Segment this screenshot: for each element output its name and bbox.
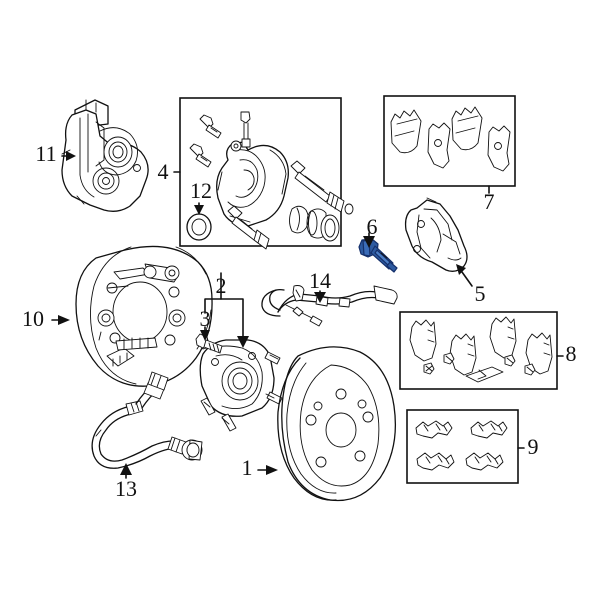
part-brake-pad-outer-1 <box>390 109 422 154</box>
part-brake-pad-inner-2 <box>487 125 511 172</box>
part-shim-3 <box>489 316 517 359</box>
part-anti-squeal-plate <box>465 366 504 383</box>
callout-leader-5 <box>456 264 473 287</box>
part-caliper-slide-pin-lower <box>227 205 259 241</box>
part-fitting-clip-3 <box>504 354 516 367</box>
part-brake-rotor-disc <box>277 346 397 502</box>
part-backing-plate-dust-shield <box>75 245 213 387</box>
callout-label-1: 1 <box>242 455 253 480</box>
part-caliper-piston-dust-boot <box>289 205 309 234</box>
part-slide-pin-boot-lower <box>253 229 270 250</box>
part-brake-pad-inner-1 <box>427 122 451 169</box>
callout-leader-14 <box>314 290 326 303</box>
part-support-clip-2 <box>470 420 508 439</box>
part-brake-pad-outer-2 <box>451 106 483 151</box>
group-box-brake-pad-set <box>383 95 516 187</box>
part-disc-brake-caliper <box>216 140 289 227</box>
callout-leader-10 <box>51 315 70 325</box>
callout-leader-2 <box>204 272 249 348</box>
part-caliper-mounting-bracket <box>404 197 468 272</box>
part-support-clip-1 <box>415 420 453 439</box>
callout-label-14: 14 <box>309 268 331 293</box>
group-box-shim-fitting-kit <box>399 311 558 390</box>
part-fitting-clip-2 <box>443 352 455 365</box>
part-rear-wheel-hub-bearing <box>199 333 283 432</box>
callout-leader-11 <box>61 151 76 161</box>
part-brake-flexible-hose <box>91 371 203 469</box>
part-caliper-cylinder-ring <box>320 214 340 242</box>
callout-label-4: 4 <box>158 159 169 184</box>
part-fitting-clip-4 <box>524 363 536 376</box>
group-box-clip-kit <box>406 409 519 484</box>
part-support-clip-3 <box>416 452 455 471</box>
part-caliper-bleeder-screw <box>240 111 251 148</box>
callout-label-12: 12 <box>190 178 212 203</box>
part-shim-2 <box>449 333 477 376</box>
part-caliper-piston-seal-ring <box>186 213 212 241</box>
callout-label-3: 3 <box>200 306 211 331</box>
callout-leader-1 <box>257 465 278 475</box>
callout-leader-6 <box>363 232 375 248</box>
part-fitting-clip-1 <box>423 362 435 375</box>
callout-label-7: 7 <box>484 189 495 214</box>
callout-label-8: 8 <box>566 341 577 366</box>
callout-leader-3 <box>200 326 210 341</box>
part-caliper-bolt-left <box>189 143 212 168</box>
part-caliper-bolt-upper-left <box>199 114 222 139</box>
callout-label-11: 11 <box>35 141 56 166</box>
callout-leader-13 <box>120 463 132 479</box>
part-abs-speed-sensor-wire-harness <box>261 285 398 327</box>
callout-label-13: 13 <box>115 476 137 501</box>
callout-label-6: 6 <box>367 214 378 239</box>
callout-label-2: 2 <box>216 273 227 298</box>
callout-label-5: 5 <box>475 281 486 306</box>
part-parking-brake-actuator-motor <box>61 99 149 212</box>
callout-leader-12 <box>194 202 204 215</box>
callout-label-9: 9 <box>528 434 539 459</box>
part-shim-1 <box>409 319 437 362</box>
part-support-clip-4 <box>465 452 504 471</box>
part-caliper-slide-pin-upper <box>290 160 331 203</box>
callout-label-10: 10 <box>22 306 44 331</box>
part-caliper-guide-pin-bolt-highlighted <box>358 238 398 273</box>
part-slide-pin-boot-upper <box>326 191 354 215</box>
